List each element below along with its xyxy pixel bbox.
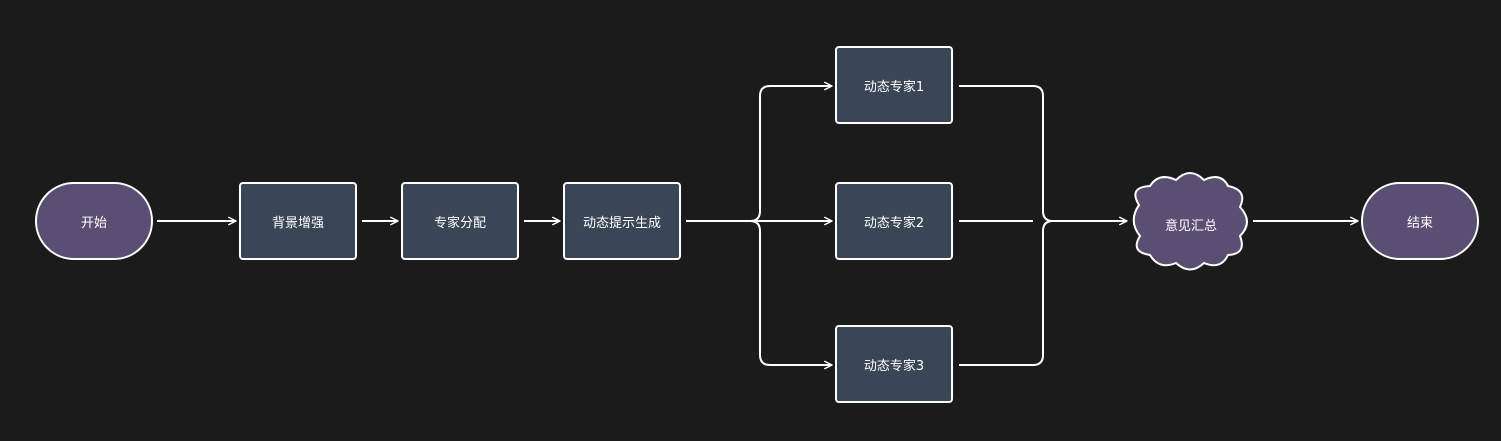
expert-assign-node[interactable]: 专家分配 bbox=[401, 182, 519, 260]
expert1-label: 动态专家1 bbox=[863, 79, 925, 95]
background-enhance-node[interactable]: 背景增强 bbox=[239, 182, 357, 260]
summary-node[interactable]: 意见汇总 bbox=[1131, 211, 1251, 237]
expert2-node[interactable]: 动态专家2 bbox=[835, 182, 953, 260]
edge-prompt-to-expert3 bbox=[749, 220, 833, 370]
background-enhance-label: 背景增强 bbox=[271, 215, 324, 231]
start-node[interactable]: 开始 bbox=[35, 182, 153, 260]
edge-expert1-to-summary bbox=[959, 85, 1128, 226]
expert3-node[interactable]: 动态专家3 bbox=[835, 325, 953, 403]
summary-label: 意见汇总 bbox=[1164, 218, 1217, 234]
summary-cloud-shape bbox=[1132, 172, 1248, 271]
dynamic-prompt-node[interactable]: 动态提示生成 bbox=[563, 182, 681, 260]
start-node-label: 开始 bbox=[80, 215, 107, 231]
expert-assign-label: 专家分配 bbox=[433, 215, 486, 231]
edge-expert3-to-summary bbox=[959, 220, 1054, 366]
dynamic-prompt-label: 动态提示生成 bbox=[582, 215, 661, 231]
expert2-label: 动态专家2 bbox=[863, 215, 925, 231]
edge-prompt-to-expert1 bbox=[686, 81, 833, 222]
end-node[interactable]: 结束 bbox=[1361, 182, 1479, 260]
end-node-label: 结束 bbox=[1406, 215, 1433, 231]
expert3-label: 动态专家3 bbox=[863, 358, 925, 374]
expert1-node[interactable]: 动态专家1 bbox=[835, 46, 953, 124]
